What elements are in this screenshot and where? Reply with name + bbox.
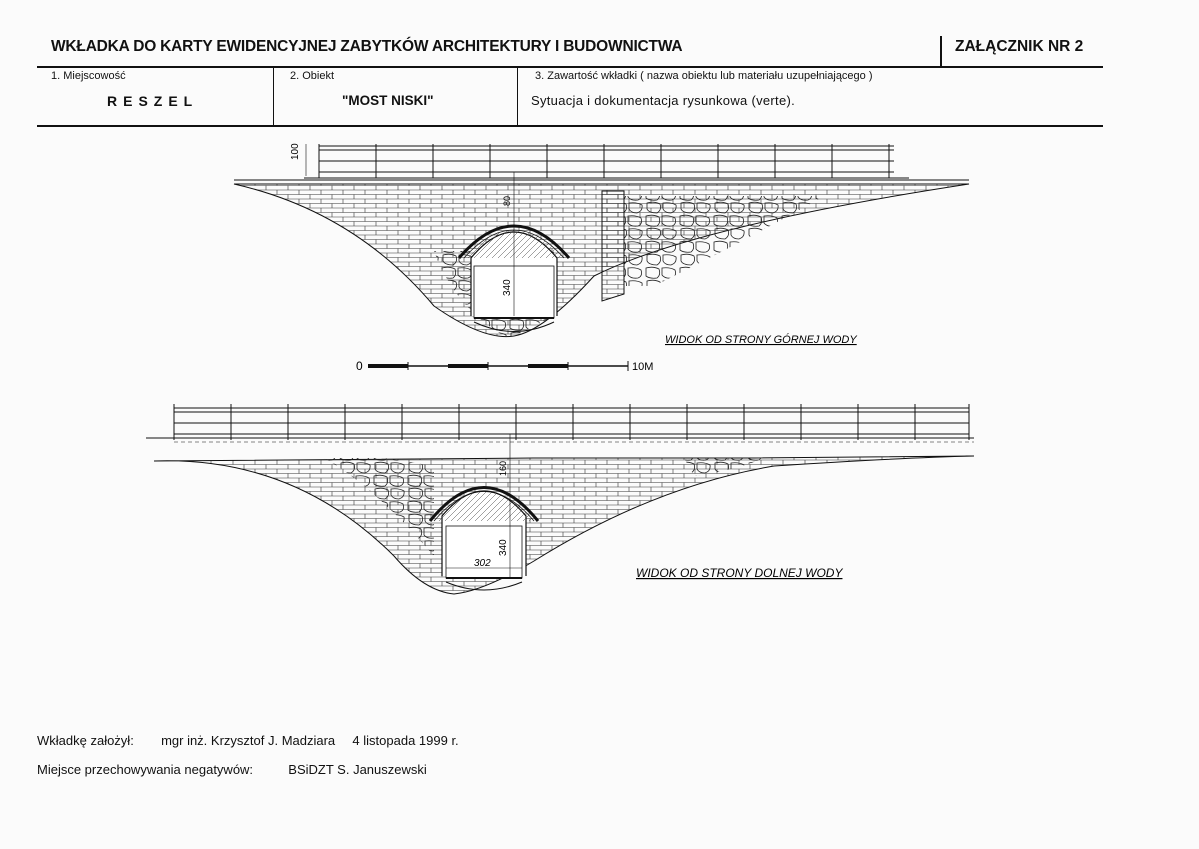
upper-height-dimension: 100 [290,143,301,160]
content-value: Sytuacja i dokumentacja rysunkowa (verte… [531,93,796,108]
scale-start: 0 [356,359,363,373]
object-value: "MOST NISKI" [342,93,434,108]
lower-opening-dimension: 340 [498,539,509,556]
lower-view-caption: WIDOK OD STRONY DOLNEJ WODY [636,566,843,580]
upper-elevation: 100 340 80 WIDOK OD STRONY GÓRNEJ WODY [233,143,970,346]
locality-label: 1. Miejscowość [51,70,126,82]
document-title: WKŁADKA DO KARTY EWIDENCYJNEJ ZABYTKÓW A… [51,38,683,55]
founder-value: mgr inż. Krzysztof J. Madziara [161,733,336,748]
locality-value: RESZEL [107,93,199,109]
founder-row: Wkładkę założył: mgr inż. Krzysztof J. M… [37,733,459,748]
scale-bar: 0 10M [356,359,653,373]
object-label: 2. Obiekt [290,70,335,82]
scale-end: 10M [632,361,653,373]
storage-label: Miejsce przechowywania negatywów: [37,762,254,777]
lower-span-dimension: 302 [474,558,491,569]
upper-opening-dimension: 340 [502,279,513,296]
column-divider-2 [517,67,518,126]
lower-crown-dimension: 160 [498,461,508,476]
column-divider-1 [273,67,274,126]
record-header: WKŁADKA DO KARTY EWIDENCYJNEJ ZABYTKÓW A… [37,30,1103,127]
lower-elevation: 160 340 302 WIDOK OD STRONY DOLNEJ WODY [146,404,975,595]
header-rule-bottom [37,125,1103,127]
title-divider [940,36,942,68]
content-label: 3. Zawartość wkładki ( nazwa obiektu lub… [535,70,873,82]
founder-date: 4 listopada 1999 r. [352,733,459,748]
bridge-drawing: 100 340 80 WIDOK OD STRONY GÓRNEJ WODY 0… [146,143,975,595]
annex-number: ZAŁĄCZNIK NR 2 [955,38,1084,55]
storage-row: Miejsce przechowywania negatywów: BSiDZT… [37,762,427,777]
upper-view-caption: WIDOK OD STRONY GÓRNEJ WODY [665,333,857,346]
header-rule-top [37,66,1103,68]
lower-railing [173,404,970,440]
founder-label: Wkładkę założył: [37,733,134,748]
upper-crown-dimension: 80 [502,196,512,206]
upper-railing [304,144,909,179]
storage-value: BSiDZT S. Januszewski [288,762,427,777]
